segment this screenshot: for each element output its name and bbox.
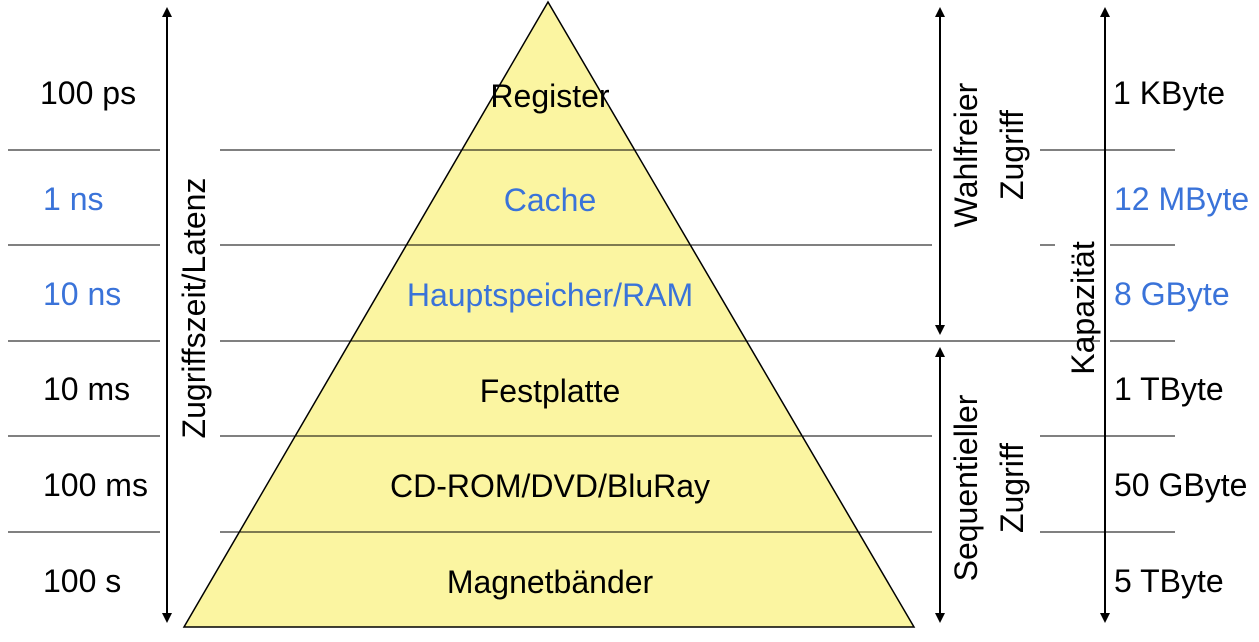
random-access-label-line2: Zugriff xyxy=(994,110,1030,200)
latency-tape: 100 s xyxy=(43,563,121,599)
capacity-register: 1 KByte xyxy=(1113,75,1225,111)
sequential-access-label-line2: Zugriff xyxy=(994,443,1030,533)
level-name-tape: Magnetbänder xyxy=(447,564,654,600)
latency-register: 100 ps xyxy=(40,75,136,111)
latency-cache: 1 ns xyxy=(43,181,103,217)
capacity-hdd: 1 TByte xyxy=(1114,371,1224,407)
level-name-ram: Hauptspeicher/RAM xyxy=(407,277,693,313)
level-name-hdd: Festplatte xyxy=(480,373,621,409)
capacity-tape: 5 TByte xyxy=(1114,563,1224,599)
capacity-cache: 12 MByte xyxy=(1114,181,1249,217)
latency-ram: 10 ns xyxy=(43,276,121,312)
capacity-axis-label: Kapazität xyxy=(1065,241,1101,375)
level-name-cache: Cache xyxy=(504,182,597,218)
random-access-label-line1: Wahlfreier xyxy=(948,82,984,227)
capacity-ram: 8 GByte xyxy=(1114,276,1230,312)
latency-axis-label: Zugriffszeit/Latenz xyxy=(176,178,212,439)
sequential-access-label: Sequentieller Zugriff xyxy=(948,394,1030,581)
capacity-optical: 50 GByte xyxy=(1114,467,1247,503)
sequential-access-label-line1: Sequentieller xyxy=(948,394,984,581)
level-name-optical: CD-ROM/DVD/BluRay xyxy=(390,468,710,504)
level-name-register: Register xyxy=(490,78,610,114)
latency-hdd: 10 ms xyxy=(43,371,130,407)
random-access-label: Wahlfreier Zugriff xyxy=(948,82,1030,227)
pyramid-shape xyxy=(182,0,916,628)
latency-optical: 100 ms xyxy=(43,467,148,503)
